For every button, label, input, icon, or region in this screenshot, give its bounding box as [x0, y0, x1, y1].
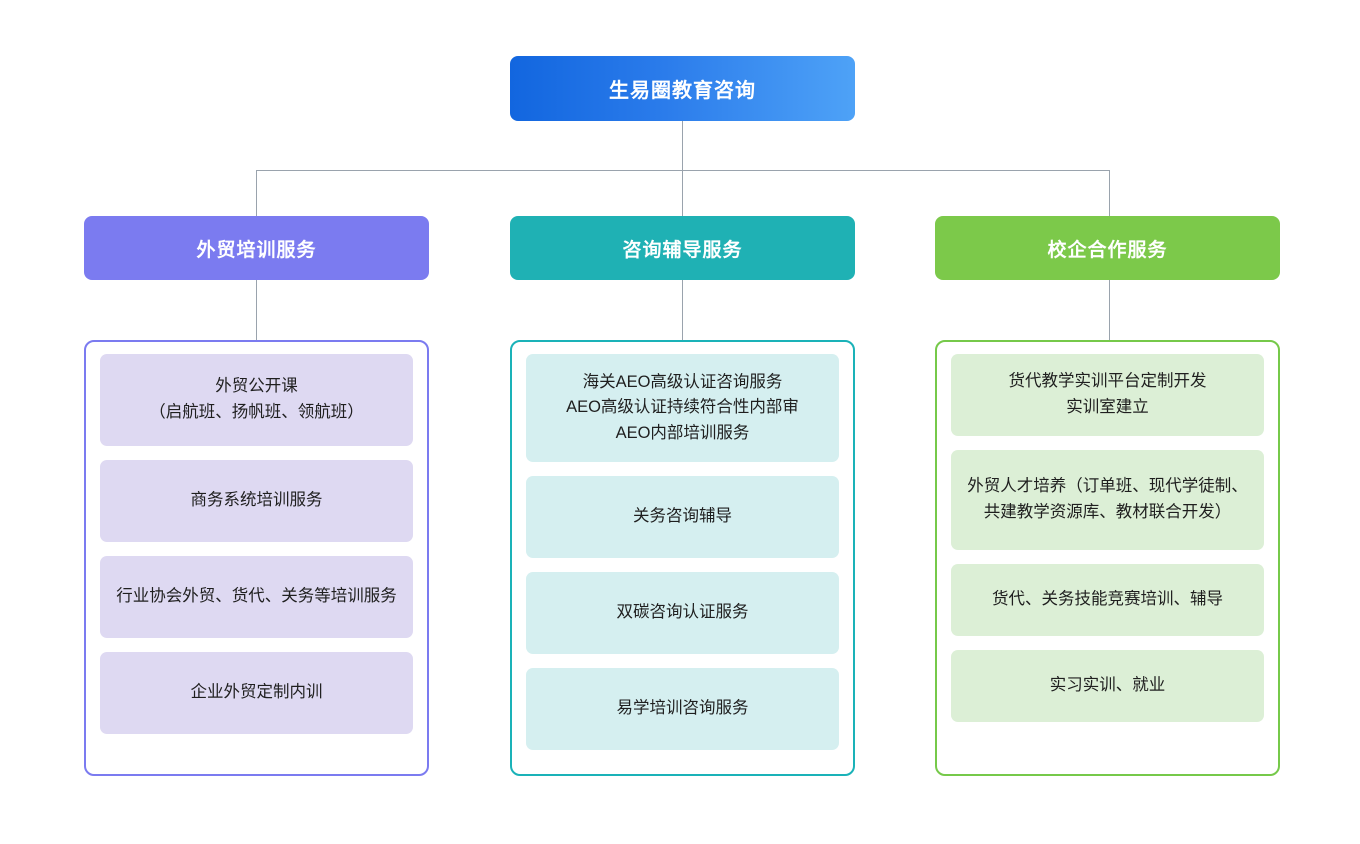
list-item[interactable]: 实习实训、就业 — [951, 650, 1264, 722]
connector-horizontal-bus — [256, 170, 1110, 171]
column-box-consulting-coaching: 海关AEO高级认证咨询服务 AEO高级认证持续符合性内部审 AEO内部培训服务 … — [510, 340, 855, 776]
list-item-text: 海关AEO高级认证咨询服务 AEO高级认证持续符合性内部审 AEO内部培训服务 — [566, 370, 799, 447]
list-item-line: 外贸公开课 — [215, 377, 298, 396]
column-header-label: 外贸培训服务 — [196, 239, 317, 261]
list-item-line: 实习实训、就业 — [1049, 676, 1166, 695]
list-item-line: 货代、关务技能竞赛培训、辅导 — [992, 590, 1223, 609]
list-item-line: 外贸人才培养（订单班、现代学徒制、共建教学资源库、教材联合开发） — [967, 477, 1248, 521]
list-item-line: 货代教学实训平台定制开发 — [1008, 372, 1207, 391]
list-item[interactable]: 外贸公开课 （启航班、扬帆班、领航班） — [100, 354, 413, 446]
column-box-school-enterprise-cooperation: 货代教学实训平台定制开发 实训室建立 外贸人才培养（订单班、现代学徒制、共建教学… — [935, 340, 1280, 776]
column-header-label: 咨询辅导服务 — [622, 239, 743, 261]
list-item[interactable]: 企业外贸定制内训 — [100, 652, 413, 734]
list-item[interactable]: 货代、关务技能竞赛培训、辅导 — [951, 564, 1264, 636]
list-item[interactable]: 双碳咨询认证服务 — [526, 572, 839, 654]
list-item-line: 关务咨询辅导 — [633, 507, 732, 526]
root-node-label: 生易圈教育咨询 — [609, 80, 756, 102]
connector-drop-column-1 — [256, 170, 257, 216]
list-item-line: 易学培训咨询服务 — [616, 699, 749, 718]
connector-root-stem — [682, 121, 683, 170]
list-item[interactable]: 货代教学实训平台定制开发 实训室建立 — [951, 354, 1264, 436]
list-item[interactable]: 行业协会外贸、货代、关务等培训服务 — [100, 556, 413, 638]
connector-header-to-box-2 — [682, 280, 683, 340]
column-header-foreign-trade-training[interactable]: 外贸培训服务 — [84, 216, 429, 280]
list-item[interactable]: 海关AEO高级认证咨询服务 AEO高级认证持续符合性内部审 AEO内部培训服务 — [526, 354, 839, 462]
list-item-text: 货代教学实训平台定制开发 实训室建立 — [1009, 369, 1207, 420]
root-node[interactable]: 生易圈教育咨询 — [510, 56, 855, 121]
list-item[interactable]: 易学培训咨询服务 — [526, 668, 839, 750]
column-header-label: 校企合作服务 — [1047, 239, 1168, 261]
list-item[interactable]: 商务系统培训服务 — [100, 460, 413, 542]
list-item-line: 海关AEO高级认证咨询服务 — [582, 372, 783, 391]
connector-header-to-box-1 — [256, 280, 257, 340]
column-header-consulting-coaching[interactable]: 咨询辅导服务 — [510, 216, 855, 280]
connector-drop-column-2 — [682, 170, 683, 216]
list-item-line: 双碳咨询认证服务 — [616, 603, 749, 622]
list-item[interactable]: 关务咨询辅导 — [526, 476, 839, 558]
list-item-line: 商务系统培训服务 — [190, 491, 323, 510]
list-item-line: AEO内部培训服务 — [615, 423, 750, 442]
list-item-line: （启航班、扬帆班、领航班） — [149, 403, 364, 421]
list-item-line: AEO高级认证持续符合性内部审 — [566, 398, 799, 417]
connector-header-to-box-3 — [1109, 280, 1110, 340]
column-header-school-enterprise-cooperation[interactable]: 校企合作服务 — [935, 216, 1280, 280]
list-item[interactable]: 外贸人才培养（订单班、现代学徒制、共建教学资源库、教材联合开发） — [951, 450, 1264, 550]
connector-drop-column-3 — [1109, 170, 1110, 216]
list-item-line: 企业外贸定制内训 — [190, 683, 323, 702]
column-box-foreign-trade-training: 外贸公开课 （启航班、扬帆班、领航班） 商务系统培训服务 行业协会外贸、货代、关… — [84, 340, 429, 776]
list-item-text: 外贸公开课 （启航班、扬帆班、领航班） — [149, 374, 364, 425]
list-item-line: 行业协会外贸、货代、关务等培训服务 — [116, 587, 397, 606]
list-item-line: 实训室建立 — [1066, 398, 1149, 416]
